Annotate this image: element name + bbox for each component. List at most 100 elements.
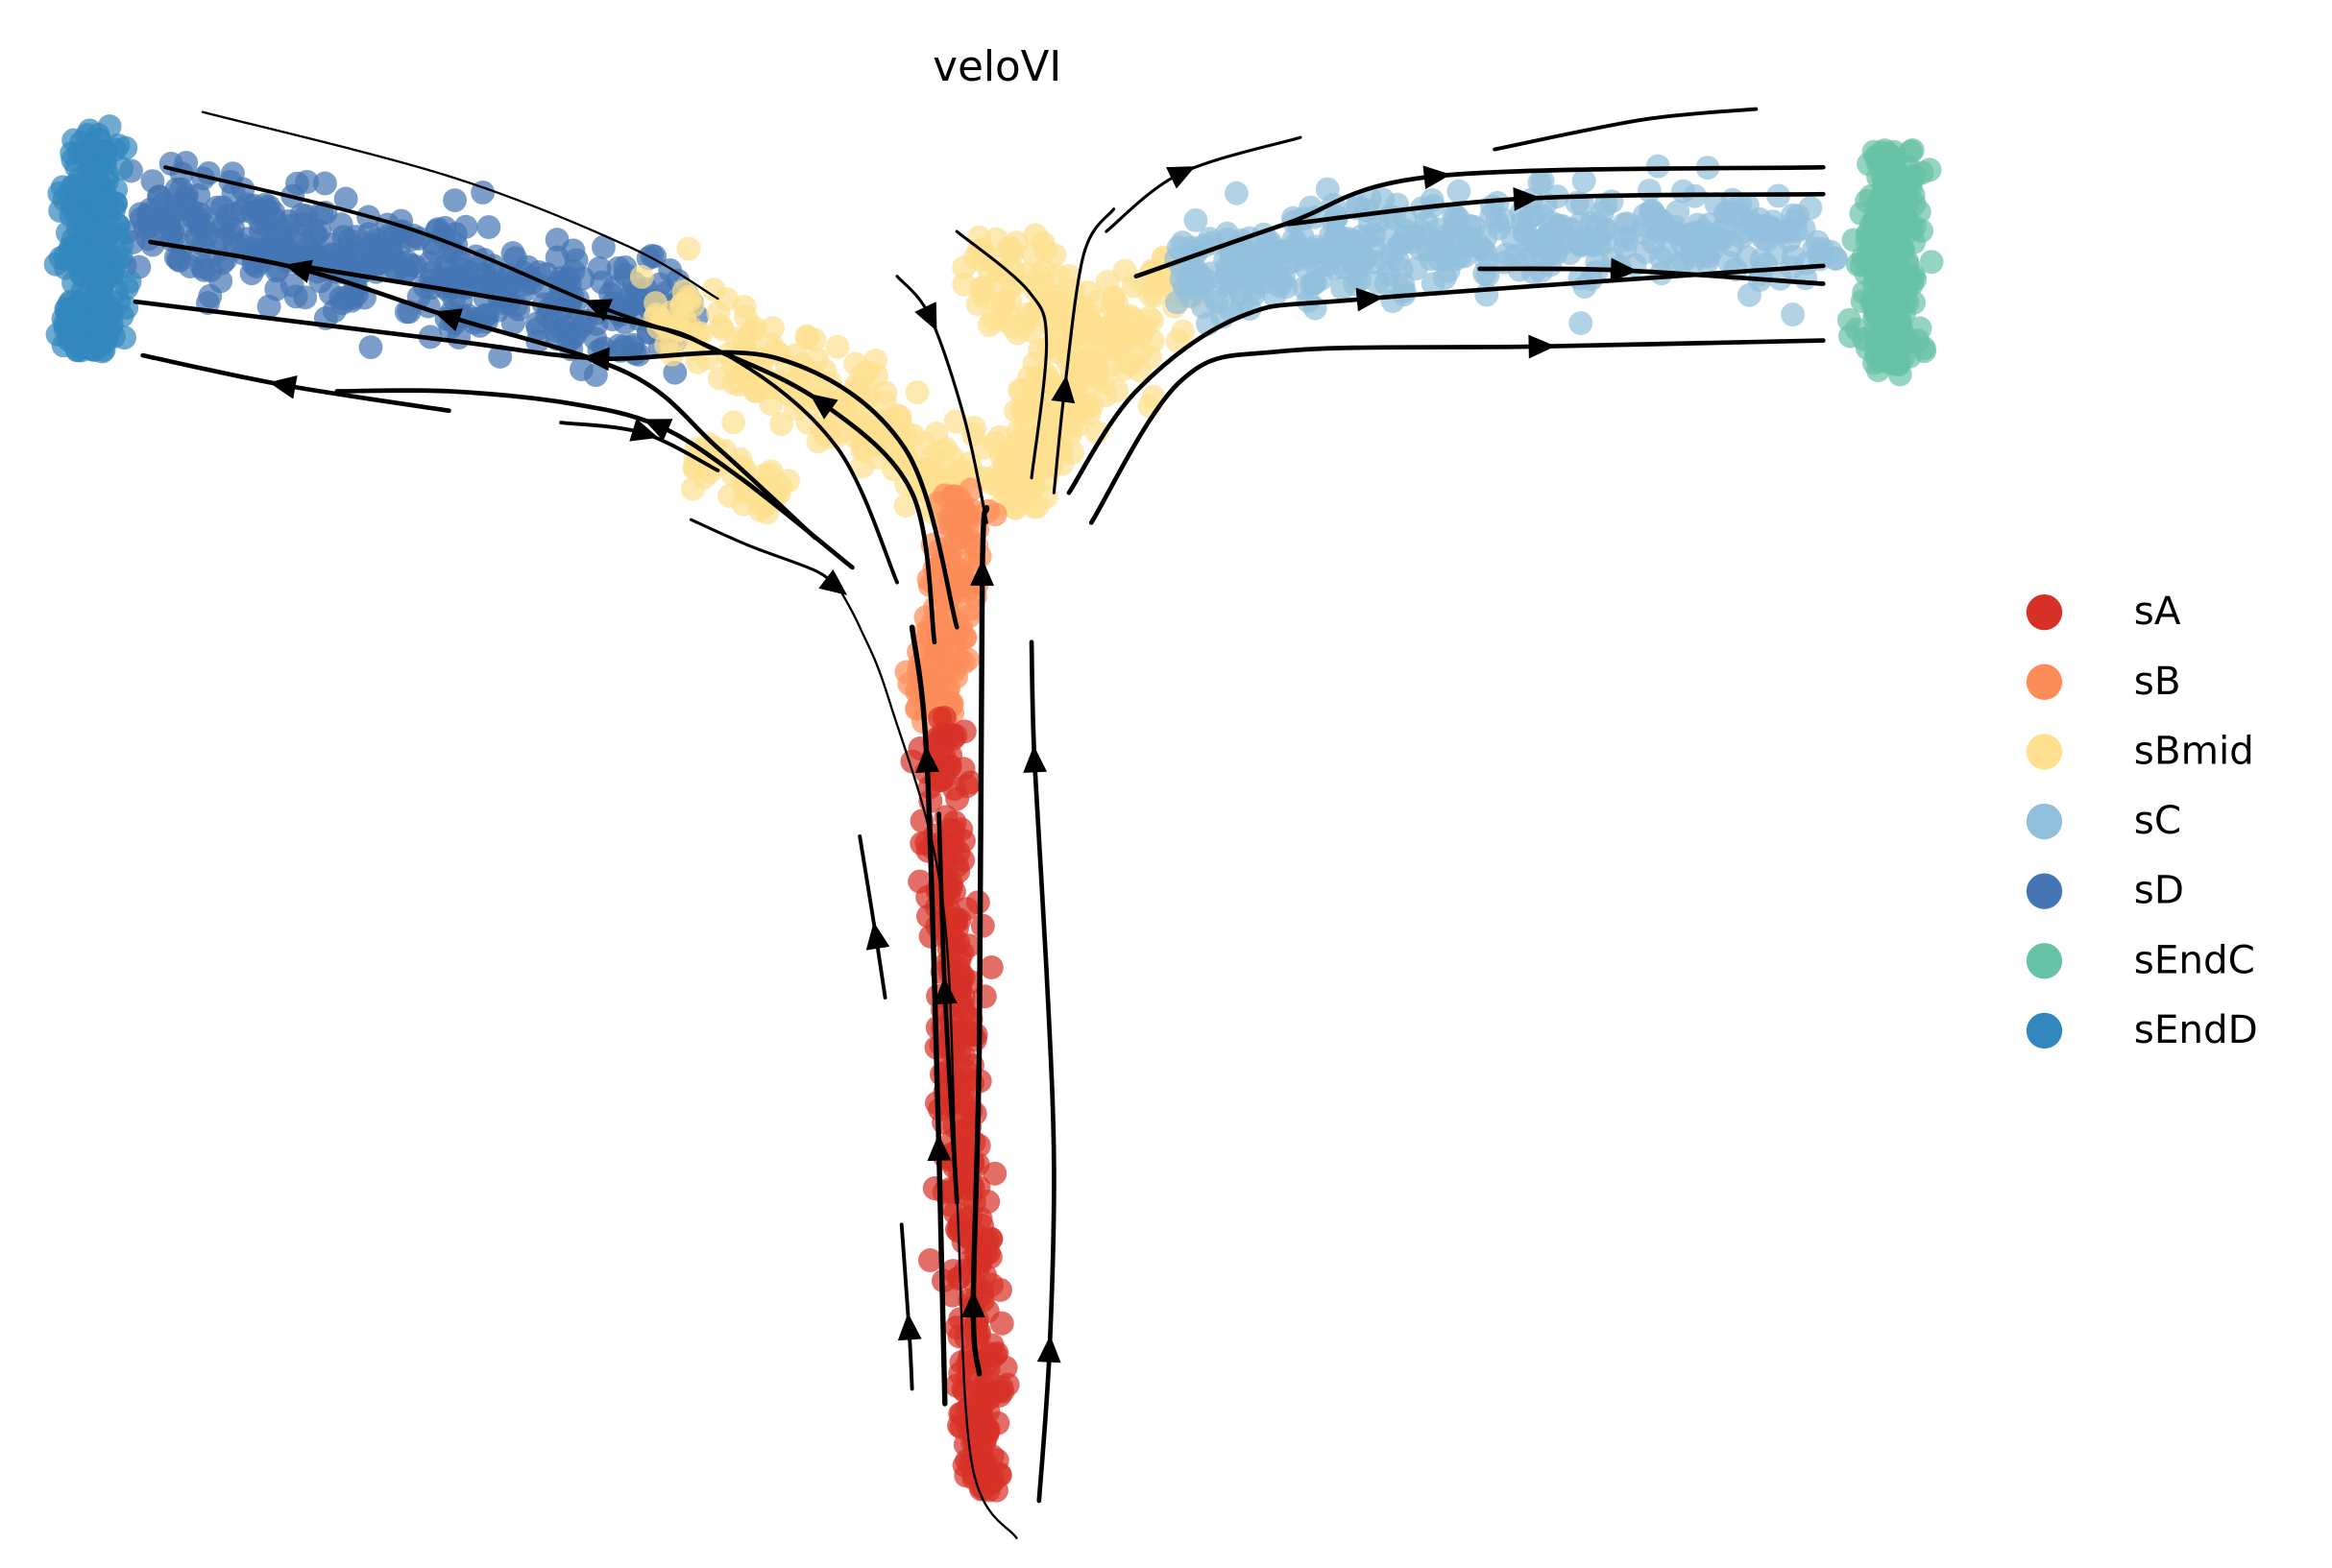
cell-point-sC bbox=[1530, 169, 1555, 193]
cell-point-sB bbox=[926, 607, 950, 632]
cell-point-sD bbox=[158, 223, 183, 248]
cell-point-sBmid bbox=[998, 235, 1023, 260]
cell-point-sC bbox=[1630, 220, 1655, 245]
cell-point-sA bbox=[940, 1283, 965, 1308]
cell-point-sC bbox=[1340, 229, 1365, 253]
cell-point-sBmid bbox=[1078, 309, 1103, 334]
cell-point-sD bbox=[382, 223, 407, 248]
cell-point-sBmid bbox=[999, 452, 1024, 477]
cell-point-sD bbox=[583, 326, 608, 351]
stream-arrowhead bbox=[1166, 166, 1196, 189]
cell-point-sB bbox=[959, 477, 984, 502]
cell-point-sC bbox=[1292, 276, 1317, 301]
cell-point-sA bbox=[954, 1024, 979, 1049]
cell-point-sD bbox=[136, 202, 161, 227]
cell-point-sBmid bbox=[977, 312, 1002, 337]
cell-point-sBmid bbox=[905, 380, 930, 405]
cell-point-sC bbox=[1572, 275, 1597, 300]
cell-point-sBmid bbox=[794, 324, 819, 349]
legend-label: sBmid bbox=[2134, 727, 2254, 773]
cell-point-sC bbox=[1735, 245, 1760, 270]
streamline bbox=[899, 1222, 914, 1391]
cell-point-sD bbox=[443, 188, 467, 212]
cell-point-sBmid bbox=[629, 264, 654, 289]
cell-point-sB bbox=[940, 505, 965, 530]
cell-point-sC bbox=[1534, 227, 1559, 252]
cell-point-sBmid bbox=[952, 255, 977, 280]
cell-point-sA bbox=[951, 829, 976, 854]
cell-point-sD bbox=[174, 194, 199, 219]
cell-point-sD bbox=[626, 342, 651, 367]
cell-point-sBmid bbox=[1091, 370, 1115, 395]
cell-point-sBmid bbox=[721, 410, 746, 435]
streamline bbox=[858, 833, 887, 1000]
streamlines bbox=[133, 107, 1826, 1540]
stream-arrowhead bbox=[915, 745, 940, 773]
stream-arrowhead bbox=[1023, 745, 1048, 773]
streamline bbox=[895, 275, 988, 524]
cell-point-sD bbox=[363, 228, 388, 253]
cell-point-sC bbox=[1419, 247, 1444, 272]
cell-point-sBmid bbox=[1105, 291, 1130, 316]
cell-point-sC bbox=[1530, 248, 1555, 273]
cell-point-sBmid bbox=[1002, 258, 1027, 283]
cell-point-sC bbox=[1698, 227, 1723, 251]
cell-point-sC bbox=[1380, 289, 1405, 313]
cell-point-sD bbox=[210, 216, 235, 241]
cell-point-sB bbox=[955, 572, 980, 597]
cell-point-sD bbox=[344, 240, 369, 265]
cell-point-sEndD bbox=[80, 150, 105, 175]
cell-point-sC bbox=[1665, 200, 1690, 225]
cell-point-sD bbox=[449, 249, 474, 274]
cell-point-sC bbox=[1284, 237, 1309, 262]
cell-point-sEndD bbox=[109, 246, 134, 271]
cell-point-sBmid bbox=[676, 236, 701, 261]
cell-point-sD bbox=[590, 270, 615, 295]
cell-point-sD bbox=[395, 257, 420, 282]
legend-label: sC bbox=[2134, 797, 2181, 843]
stream-arrowhead bbox=[582, 347, 610, 372]
cell-point-sBmid bbox=[825, 334, 850, 359]
streamline bbox=[689, 518, 837, 588]
cell-point-sA bbox=[967, 1378, 992, 1403]
cell-point-sEndD bbox=[76, 181, 101, 206]
cell-point-sBmid bbox=[887, 407, 911, 431]
cell-point-sEndD bbox=[117, 270, 142, 294]
cell-point-sEndC bbox=[1838, 324, 1862, 349]
cell-point-sBmid bbox=[701, 277, 726, 302]
cell-point-sA bbox=[977, 1478, 1001, 1503]
cell-point-sA bbox=[949, 1415, 974, 1439]
streamline bbox=[334, 388, 855, 570]
stream-arrowhead bbox=[1610, 257, 1639, 282]
cell-point-sBmid bbox=[952, 272, 977, 297]
cell-point-sD bbox=[279, 273, 304, 298]
streamline bbox=[1052, 207, 1116, 495]
cell-point-sBmid bbox=[843, 351, 867, 376]
cell-point-sD bbox=[312, 171, 337, 196]
cell-point-sA bbox=[939, 722, 964, 747]
cell-point-sC bbox=[1183, 207, 1208, 232]
cell-point-sEndC bbox=[1912, 339, 1937, 364]
cell-point-sBmid bbox=[850, 438, 875, 463]
cell-point-sD bbox=[503, 246, 527, 271]
stream-arrowhead bbox=[643, 419, 673, 442]
cell-point-sD bbox=[198, 283, 223, 308]
cell-point-sC bbox=[1393, 224, 1418, 249]
legend-marker-sEndC bbox=[2026, 943, 2063, 979]
cell-point-sBmid bbox=[1046, 264, 1071, 289]
stream-arrowhead bbox=[1036, 1335, 1061, 1363]
stream-arrowhead bbox=[629, 418, 659, 442]
cell-point-sC bbox=[1568, 311, 1593, 335]
cell-point-sBmid bbox=[671, 279, 696, 304]
cell-point-sC bbox=[1302, 296, 1327, 321]
cell-point-sEndC bbox=[1887, 362, 1912, 387]
cell-point-sD bbox=[198, 258, 223, 282]
streamline bbox=[909, 624, 948, 1407]
legend-marker-sB bbox=[2026, 663, 2063, 700]
streamline bbox=[297, 263, 937, 645]
cell-point-sD bbox=[525, 316, 550, 341]
cell-point-sD bbox=[196, 160, 221, 185]
cell-point-sEndD bbox=[83, 298, 108, 323]
cell-point-sA bbox=[964, 1251, 989, 1276]
streamline bbox=[201, 110, 719, 301]
